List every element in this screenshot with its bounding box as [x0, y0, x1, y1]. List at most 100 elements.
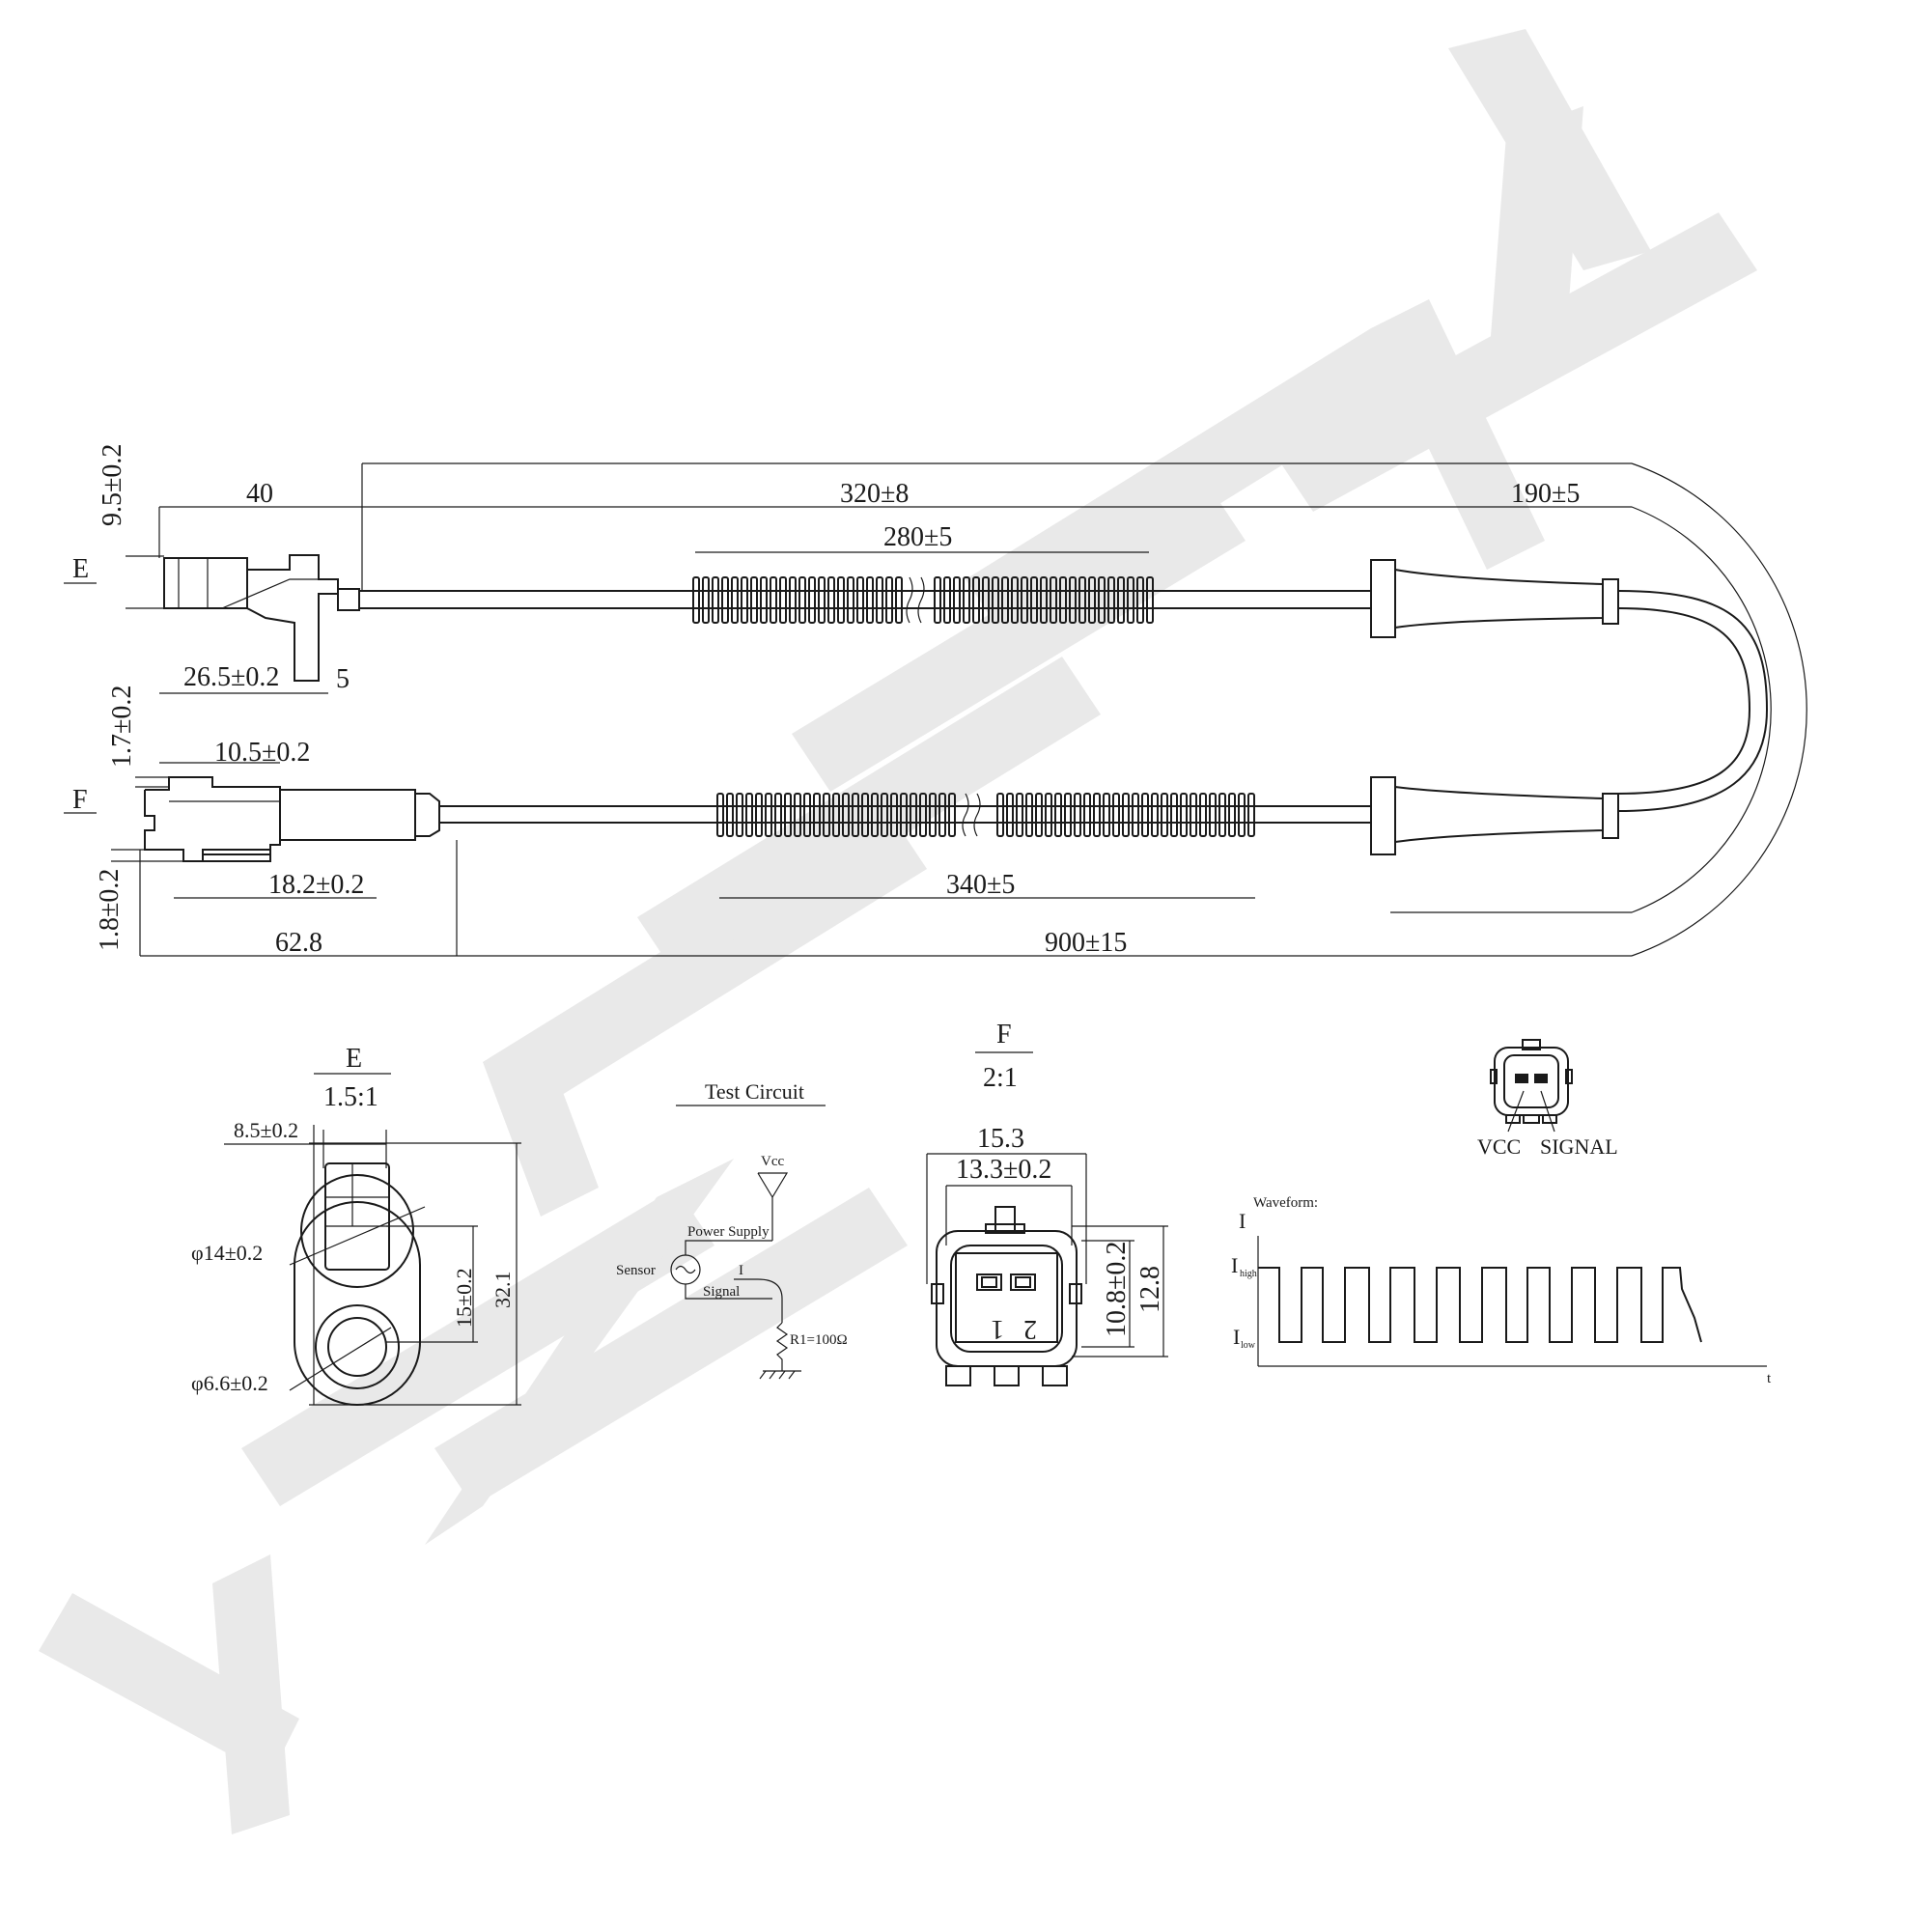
watermark	[39, 29, 1757, 1834]
dimension-lines	[64, 462, 1807, 957]
boot-rib	[1136, 576, 1144, 624]
boot-rib	[716, 793, 724, 837]
boot-rib	[741, 576, 748, 624]
boot-rib	[842, 793, 850, 837]
dim-10-8: 10.8±0.2	[1102, 1242, 1132, 1337]
label-e: E	[72, 554, 89, 584]
boot-rib	[900, 793, 908, 837]
boot-rib	[1141, 793, 1149, 837]
boot-rib	[1170, 793, 1178, 837]
detail-f-labels: F 2:1 15.3 13.3±0.2 10.8±0.2 12.8 1 2	[956, 1020, 1165, 1344]
boot-rib	[721, 576, 729, 624]
boot-rib	[750, 576, 758, 624]
boot-rib	[808, 576, 816, 624]
boot-rib	[1218, 793, 1226, 837]
boot-rib	[1078, 576, 1086, 624]
boot-rib	[1045, 793, 1052, 837]
boot-rib	[910, 793, 917, 837]
dim-9-5: 9.5±0.2	[98, 444, 127, 526]
detail-e-title: E	[346, 1044, 362, 1074]
boot-rib	[885, 576, 893, 624]
boot-rib	[837, 576, 845, 624]
boot-rib	[919, 793, 927, 837]
vcc-pin-label: VCC	[1477, 1134, 1521, 1159]
dim-10-5: 10.5±0.2	[214, 738, 310, 768]
dim-900: 900±15	[1045, 928, 1127, 958]
boot-rib	[1083, 793, 1091, 837]
boot-rib	[1011, 576, 1019, 624]
boot-rib	[982, 576, 990, 624]
boot-rib	[1117, 576, 1125, 624]
detail-e-scale: 1.5:1	[323, 1082, 378, 1112]
boot-rib	[1146, 576, 1154, 624]
boot-rib	[726, 793, 734, 837]
boot-rib	[798, 576, 806, 624]
dim-12-8: 12.8	[1135, 1266, 1165, 1313]
boot-rib	[1050, 576, 1057, 624]
boot-rib	[938, 793, 946, 837]
boot-rib	[745, 793, 753, 837]
dim-26-5: 26.5±0.2	[183, 662, 279, 692]
pin-2-label: 2	[1023, 1314, 1037, 1344]
pin-1-label: 1	[991, 1314, 1004, 1344]
signal-label: Signal	[703, 1284, 740, 1300]
boot-rib	[1069, 576, 1077, 624]
boot-rib	[1054, 793, 1062, 837]
boot-break-mark	[906, 576, 913, 624]
detail-e-view	[224, 1073, 521, 1406]
boot-rib	[784, 793, 792, 837]
boot-rib	[1190, 793, 1197, 837]
boot-rib	[852, 793, 859, 837]
boot-rib	[992, 576, 999, 624]
dim-320: 320±8	[840, 479, 909, 509]
boot-rib	[832, 793, 840, 837]
boot-rib	[794, 793, 801, 837]
boot-rib	[1161, 793, 1168, 837]
sensor-head-e	[163, 554, 360, 682]
test-circuit-drawing	[670, 1105, 826, 1380]
test-circuit-labels: Test Circuit Vcc Power Supply Sensor I S…	[616, 1079, 848, 1348]
dim-5: 5	[336, 664, 350, 694]
boot-rib	[770, 576, 777, 624]
boot-break-mark	[973, 793, 981, 837]
boot-rib	[1064, 793, 1072, 837]
boot-rib	[1006, 793, 1014, 837]
sensor-label: Sensor	[616, 1263, 656, 1278]
test-circuit-title: Test Circuit	[705, 1079, 804, 1104]
boot-rib	[1127, 576, 1134, 624]
boot-rib	[963, 576, 970, 624]
boot-rib	[1247, 793, 1255, 837]
dim-d6-6: φ6.6±0.2	[191, 1371, 268, 1395]
cable-upper	[359, 590, 1371, 609]
boot-rib	[1016, 793, 1023, 837]
dim-d14: φ14±0.2	[191, 1241, 263, 1265]
grommet-lower	[1370, 776, 1619, 855]
cable-loop-inner2	[1617, 607, 1751, 795]
dim-190: 190±5	[1511, 479, 1580, 509]
detail-e-labels: E 1.5:1 8.5±0.2 φ14±0.2 φ6.6±0.2 15±0.2 …	[191, 1044, 515, 1395]
boot-rib	[1021, 576, 1028, 624]
boot-break-mark	[962, 793, 969, 837]
boot-rib	[996, 793, 1004, 837]
boot-break-mark	[917, 576, 925, 624]
boot-rib	[876, 576, 883, 624]
vcc-label: Vcc	[761, 1154, 784, 1169]
detail-f-scale: 2:1	[983, 1063, 1018, 1093]
boot-rib	[1040, 576, 1048, 624]
boot-rib	[948, 793, 956, 837]
waveform-y-axis: I	[1239, 1209, 1246, 1233]
i-high-label: I	[1231, 1253, 1238, 1277]
boot-rib	[866, 576, 874, 624]
boot-rib	[712, 576, 719, 624]
boot-rib	[1209, 793, 1217, 837]
detail-f-view	[926, 1051, 1168, 1386]
boot-rib	[861, 793, 869, 837]
boot-rib	[1122, 793, 1130, 837]
boot-rib	[789, 576, 797, 624]
boot-rib	[972, 576, 980, 624]
boot-rib	[823, 793, 830, 837]
dim-62-8: 62.8	[275, 928, 322, 958]
boot-rib	[1103, 793, 1110, 837]
boot-rib	[731, 576, 739, 624]
